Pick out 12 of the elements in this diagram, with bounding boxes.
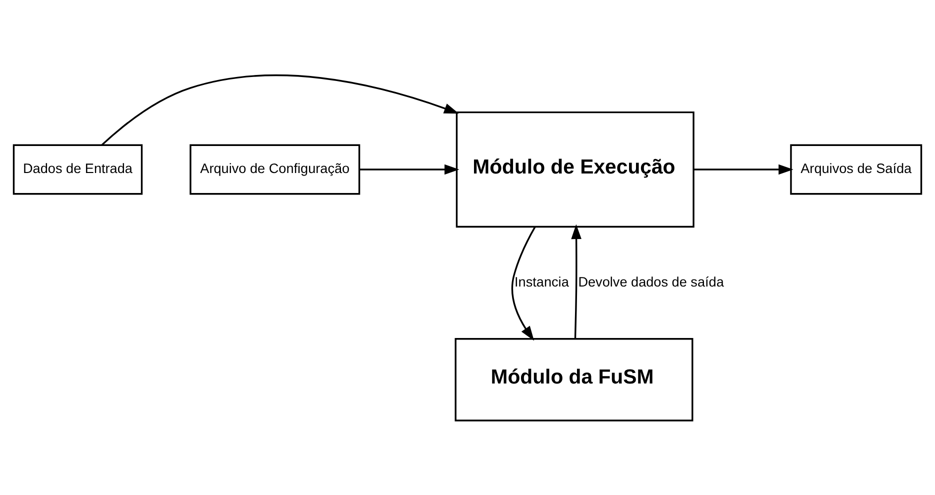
node-box: Dados de Entrada <box>12 144 143 195</box>
edge-label: Instancia <box>514 274 569 290</box>
node-box: Módulo de Execução <box>456 111 694 228</box>
node-box: Arquivos de Saída <box>790 144 922 195</box>
arrow <box>359 164 460 175</box>
arrow <box>101 74 459 146</box>
arrow <box>511 226 536 341</box>
arrow <box>571 224 582 339</box>
edge-label: Devolve dados de saída <box>578 274 724 290</box>
arrow <box>694 164 794 175</box>
node-box: Módulo da FuSM <box>454 338 694 422</box>
node-box: Arquivo de Configuração <box>190 144 360 195</box>
